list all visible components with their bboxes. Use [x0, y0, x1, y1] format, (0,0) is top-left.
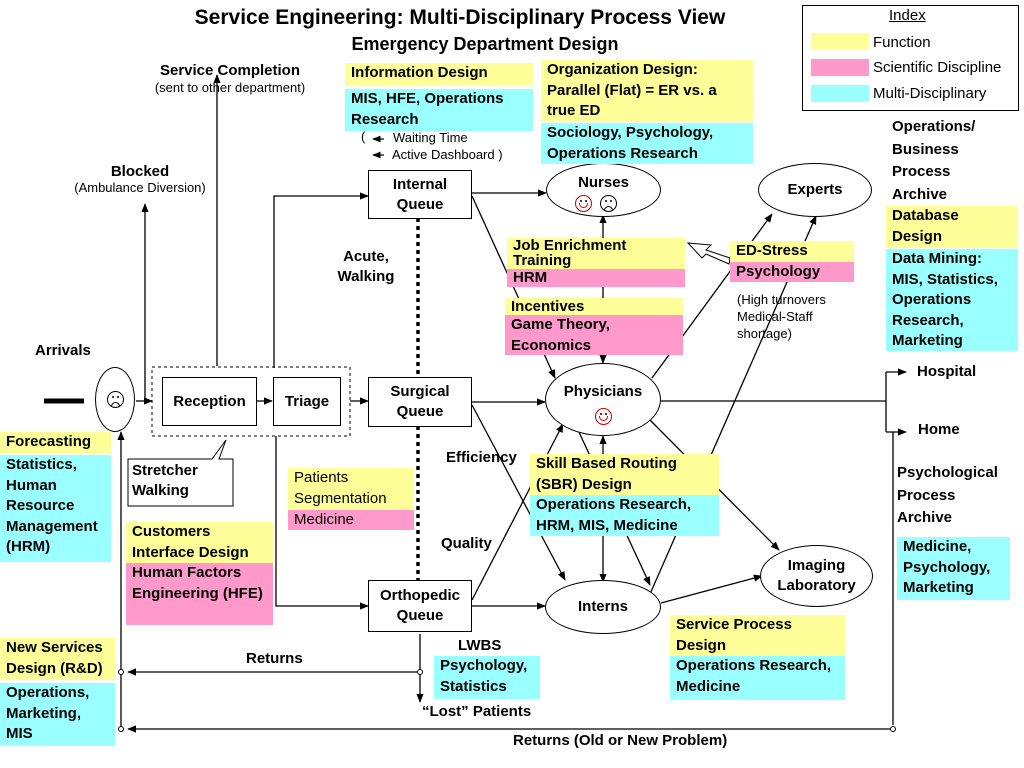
tag-med-psych-marketing: Medicine, Psychology, Marketing	[897, 537, 1010, 600]
tag-hfe: Human Factors Engineering (HFE)	[126, 563, 273, 625]
blocked-note: (Ambulance Diversion)	[74, 180, 206, 195]
tag-sbr: Skill Based Routing (SBR) Design	[530, 454, 719, 495]
tag-organization-design: Organization Design: Parallel (Flat) = E…	[541, 60, 753, 122]
index-heading: Index	[889, 7, 926, 24]
tag-service-process: Service Process Design	[670, 615, 845, 656]
imaging-lab-node[interactable]: Imaging Laboratory	[760, 545, 873, 607]
happy-face-icon	[595, 408, 612, 425]
tag-mis-hfe-or: MIS, HFE, Operations Research	[345, 89, 533, 131]
sad-face-icon	[600, 195, 617, 212]
legend-swatch-multi	[811, 85, 869, 102]
tag-ed-stress: ED-Stress	[730, 241, 854, 262]
tag-job-enrichment: Job Enrichment Training	[507, 238, 685, 269]
tag-game-theory: Game Theory, Economics	[505, 315, 683, 355]
acute-walking-label: Acute, Walking	[337, 248, 395, 285]
tag-lwbs-psych: Psychology, Statistics	[434, 656, 540, 699]
tag-or-medicine: Operations Research, Medicine	[670, 656, 845, 700]
waiting-time-label: Waiting Time	[393, 130, 468, 145]
paren-open: (	[361, 129, 366, 144]
page-title: Service Engineering: Multi-Disciplinary …	[194, 6, 726, 29]
efficiency-label: Efficiency	[446, 449, 517, 466]
experts-node[interactable]: Experts	[758, 163, 872, 217]
reception-node[interactable]: Reception	[162, 377, 257, 426]
tag-data-mining: Data Mining: MIS, Statistics, Operations…	[886, 249, 1018, 351]
tag-customers-interface: Customers Interface Design	[126, 522, 273, 563]
tag-medicine: Medicine	[288, 510, 414, 530]
internal-queue-node[interactable]: Internal Queue	[368, 170, 472, 219]
arrivals-label: Arrivals	[35, 342, 91, 359]
tag-patients-segmentation: Patients Segmentation	[288, 468, 414, 510]
service-completion-label: Service Completion	[159, 62, 301, 79]
nurses-node[interactable]: Nurses	[546, 163, 661, 217]
nurses-label: Nurses	[578, 174, 629, 191]
legend-label-discipline: Scientific Discipline	[873, 59, 1002, 76]
tag-hrm: HRM	[507, 269, 685, 287]
sad-face-icon	[106, 391, 124, 408]
tag-new-services: New Services Design (R&D)	[0, 638, 115, 680]
page-subtitle: Emergency Department Design	[351, 34, 619, 54]
psych-archive-label: Psychological Process Archive	[897, 464, 998, 526]
ops-archive-label: Operations/ Business Process Archive	[892, 118, 976, 203]
tag-sociology: Sociology, Psychology, Operations Resear…	[541, 123, 753, 164]
physicians-node[interactable]: Physicians	[545, 363, 661, 436]
triage-node[interactable]: Triage	[273, 377, 341, 426]
physicians-label: Physicians	[563, 383, 643, 400]
happy-face-icon	[575, 195, 592, 212]
tag-psychology: Psychology	[730, 262, 854, 282]
blocked-label: Blocked	[110, 163, 170, 180]
legend-label-multi: Multi-Disciplinary	[873, 85, 987, 102]
tag-incentives: Incentives	[505, 298, 683, 316]
arrival-node	[95, 367, 135, 432]
surgical-queue-node[interactable]: Surgical Queue	[368, 377, 472, 427]
interns-node[interactable]: Interns	[545, 580, 661, 634]
home-label: Home	[918, 421, 960, 438]
stretcher-walking-label: Stretcher Walking	[132, 462, 198, 499]
tag-information-design: Information Design	[345, 63, 533, 86]
high-turnovers-note: (High turnovers Medical-Staff shortage)	[737, 292, 826, 341]
hospital-label: Hospital	[917, 363, 977, 380]
tag-database-design: Database Design	[886, 206, 1018, 248]
tag-forecasting: Forecasting	[0, 432, 111, 454]
legend-swatch-function	[811, 33, 869, 50]
tag-or-hrm-mis-med: Operations Research, HRM, MIS, Medicine	[530, 495, 719, 536]
service-completion-note: (sent to other department)	[154, 80, 306, 95]
active-dashboard-label: Active Dashboard )	[392, 147, 503, 162]
tag-ops-marketing-mis: Operations, Marketing, MIS	[0, 683, 115, 746]
returns-old-new-label: Returns (Old or New Problem)	[513, 732, 728, 749]
legend-label-function: Function	[873, 34, 931, 51]
returns-label: Returns	[246, 650, 303, 667]
lost-patients-label: “Lost” Patients	[422, 703, 532, 720]
orthopedic-queue-node[interactable]: Orthopedic Queue	[368, 580, 472, 632]
index-legend: Index Function Scientific Discipline Mul…	[802, 5, 1019, 111]
legend-swatch-discipline	[811, 59, 869, 76]
tag-statistics-hrm: Statistics, Human Resource Management (H…	[0, 455, 111, 562]
quality-label: Quality	[441, 535, 492, 552]
lwbs-label: LWBS	[458, 637, 502, 654]
